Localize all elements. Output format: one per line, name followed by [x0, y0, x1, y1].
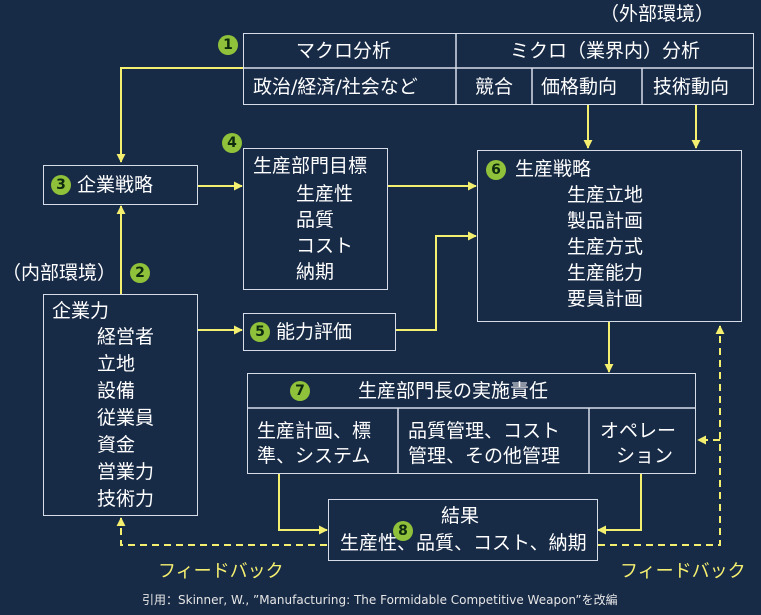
citation: 引用：Skinner, W., ”Manufacturing: The Form…: [142, 593, 618, 607]
manager-cell-planning-line1: 生産計画、標: [257, 420, 372, 442]
arrow-operation-to-result: [597, 474, 642, 535]
badge-5: 5: [250, 322, 270, 342]
badge-6: 6: [486, 160, 506, 180]
badge-2: 2: [130, 263, 150, 283]
badge-4: 4: [222, 133, 242, 153]
result-title: 結果: [441, 505, 480, 527]
capability-item-management: 経営者: [97, 326, 155, 348]
production-goals-title: 生産部門目標: [253, 155, 368, 177]
manager-cell-control-line1: 品質管理、コスト: [408, 420, 561, 442]
internal-env-label: （内部環境）: [2, 262, 117, 284]
arrow-feedback-left: [116, 517, 327, 546]
capability-title: 企業力: [52, 300, 110, 322]
manager-cell-control-line2: 管理、その他管理: [408, 445, 561, 467]
micro-item-competition: 競合: [475, 76, 514, 98]
capability-eval-box: [243, 313, 396, 351]
arrow-feedback-right: [598, 325, 725, 546]
feedback-left-label: フィードバック: [158, 561, 284, 582]
production-goals-item-cost: コスト: [296, 235, 354, 257]
result-box: [328, 499, 598, 561]
manager-resp-title: 生産部門長の実施責任: [358, 380, 549, 402]
manager-resp-table: [247, 373, 696, 474]
arrow-planning-to-result: [278, 474, 328, 535]
external-env-label: （外部環境）: [600, 3, 715, 25]
analysis-table: [243, 33, 754, 105]
capability-box: [43, 294, 198, 516]
arrow-eval-to-strategy: [396, 231, 477, 331]
capability-item-location: 立地: [97, 353, 136, 375]
production-goals-item-quality: 品質: [296, 209, 335, 231]
feedback-right-label: フィードバック: [620, 561, 746, 582]
micro-item-price: 価格動向: [541, 76, 618, 98]
corporate-strategy-box: [43, 165, 198, 205]
production-strategy-box: [477, 150, 742, 322]
macro-item: 政治/経済/社会など: [253, 76, 418, 98]
production-goals-item-productivity: 生産性: [296, 183, 354, 205]
production-strategy-title: 生産戦略: [515, 158, 592, 180]
badge-8: 8: [393, 521, 413, 541]
production-goals-box: [243, 148, 388, 290]
capability-item-funds: 資金: [97, 434, 136, 456]
capability-item-employees: 従業員: [97, 407, 155, 429]
badge-3: 3: [51, 175, 71, 195]
macro-header: マクロ分析: [296, 40, 392, 62]
production-strategy-item-location: 生産立地: [567, 184, 644, 206]
badge-7: 7: [290, 381, 310, 401]
capability-item-equipment: 設備: [97, 380, 136, 402]
arrow-macro-to-corporate-strategy: [116, 67, 243, 163]
production-strategy-item-staffing: 要員計画: [567, 288, 644, 310]
result-line: 生産性、品質、コスト、納期: [340, 532, 587, 554]
production-strategy-item-product-plan: 製品計画: [567, 210, 644, 232]
capability-item-technology: 技術力: [97, 488, 155, 510]
corporate-strategy-label: 企業戦略: [77, 174, 154, 196]
manager-cell-planning-line2: 準、システム: [257, 445, 371, 467]
badge-1: 1: [218, 35, 238, 55]
manager-cell-operation-line1: オペレー: [600, 420, 677, 442]
production-strategy-item-capacity: 生産能力: [567, 262, 644, 284]
capability-eval-label: 能力評価: [276, 321, 353, 343]
capability-item-sales: 営業力: [97, 461, 155, 483]
micro-header: ミクロ（業界内）分析: [510, 40, 701, 62]
production-goals-item-delivery: 納期: [296, 261, 335, 283]
manager-cell-operation-line2: ション: [616, 445, 674, 467]
production-strategy-item-method: 生産方式: [567, 236, 644, 258]
micro-item-tech: 技術動向: [653, 76, 730, 98]
